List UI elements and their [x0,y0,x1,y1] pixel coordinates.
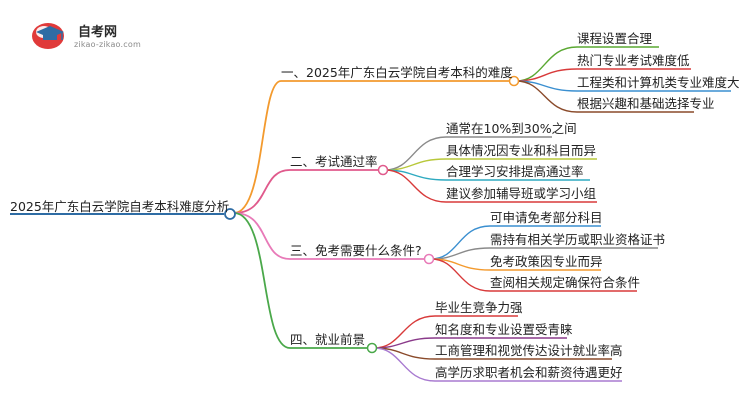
graduation-cap-icon [32,23,64,49]
branch-employment[interactable]: 四、就业前景 [290,332,366,347]
leaf-competitive[interactable]: 毕业生竞争力强 [435,300,523,315]
leaf-business-design-jobs[interactable]: 工商管理和视觉传达设计就业率高 [435,343,623,358]
leaf-apply-exemption[interactable]: 可申请免考部分科目 [490,210,603,225]
leaf-tutoring[interactable]: 建议参加辅导班或学习小组 [446,186,597,201]
leaf-connector [373,347,436,382]
branch-exemption[interactable]: 三、免考需要什么条件? [290,243,422,258]
leaf-reputation[interactable]: 知名度和专业设置受青睐 [435,322,573,337]
leaf-connector [430,225,491,260]
leaf-choose-by-interest[interactable]: 根据兴趣和基础选择专业 [577,96,715,111]
branch-node [377,164,389,176]
leaf-pass-range[interactable]: 通常在10%到30%之间 [446,121,577,136]
leaf-check-rules[interactable]: 查阅相关规定确保符合条件 [490,275,641,290]
leaf-varies-by-major[interactable]: 具体情况因专业和科目而异 [446,143,597,158]
branch-pass-rate[interactable]: 二、考试通过率 [290,154,378,169]
site-logo[interactable]: 自考网 zikao-zikao.com [30,18,150,52]
leaf-connector [384,136,447,171]
branch-node [508,75,520,87]
leaf-connector [515,80,578,113]
root-node [224,208,236,220]
branch-connector [233,212,291,260]
branch-difficulty[interactable]: 一、2025年广东白云学院自考本科的难度 [281,65,513,80]
branch-connector [233,80,282,214]
logo-url: zikao-zikao.com [74,40,141,49]
logo-name: 自考网 [78,25,118,40]
leaf-connector [515,46,578,82]
root-topic[interactable]: 2025年广东白云学院自考本科难度分析 [10,199,230,214]
branch-node [366,342,378,354]
leaf-study-plan[interactable]: 合理学习安排提高通过率 [446,164,584,179]
leaf-engineering-hard[interactable]: 工程类和计算机类专业难度大 [577,75,740,90]
branch-connector [233,212,291,349]
leaf-policy-varies[interactable]: 免考政策因专业而异 [490,254,603,269]
branch-connector [233,169,291,214]
leaf-course-setting[interactable]: 课程设置合理 [577,31,653,46]
leaf-connector [384,169,447,203]
leaf-certificate-required[interactable]: 需持有相关学历或职业资格证书 [490,232,666,247]
branch-node [423,253,435,265]
leaf-higher-degree-pay[interactable]: 高学历求职者机会和薪资待遇更好 [435,365,623,380]
leaf-connector [430,258,491,292]
leaf-popular-major-easy[interactable]: 热门专业考试难度低 [577,53,690,68]
